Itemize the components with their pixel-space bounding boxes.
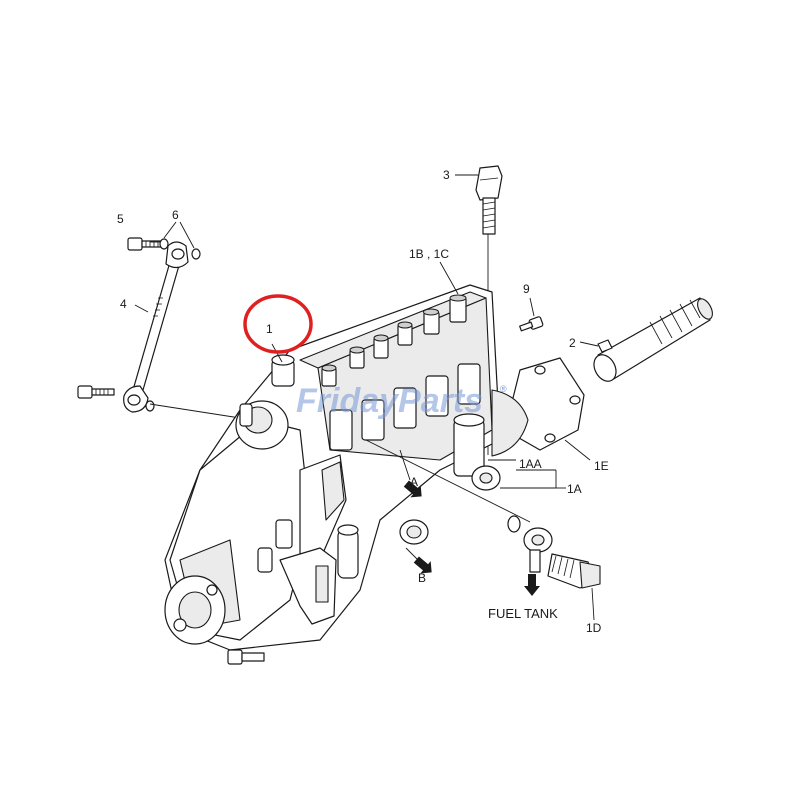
part-4-control-rod (123, 241, 189, 413)
label-1d: 1D (586, 621, 602, 635)
label-1aa: 1AA (519, 457, 542, 471)
label-1a: 1A (567, 482, 582, 496)
bottom-left-screw (77, 385, 115, 399)
part-1d-banjo-bolt (507, 515, 601, 621)
highlight-circle (243, 294, 313, 354)
part-5-screw (127, 237, 165, 251)
part-2-camshaft (579, 297, 713, 382)
label-9: 9 (523, 282, 530, 296)
part-1e-drive-flange (491, 357, 591, 461)
arrow-a (403, 480, 422, 498)
label-4: 4 (120, 297, 127, 311)
label-a: A (410, 475, 418, 489)
label-6: 6 (172, 208, 179, 222)
part-1b-1c-delivery-valve-holders (321, 261, 467, 387)
label-2: 2 (569, 336, 576, 350)
part-1a-1aa-leaders (488, 459, 566, 489)
label-3: 3 (443, 168, 450, 182)
pump-elements (329, 363, 481, 451)
watermark-logo: FridayParts (296, 382, 483, 420)
label-b: B (418, 571, 426, 585)
arrow-fuel-tank (524, 574, 540, 596)
label-1: 1 (266, 322, 273, 336)
part-9-screw (519, 297, 544, 332)
label-1e: 1E (594, 459, 609, 473)
label-5: 5 (117, 212, 124, 226)
arrow-b (405, 547, 432, 574)
watermark-registered-mark: ® (500, 384, 507, 394)
injection-pump-body (164, 284, 501, 665)
label-fuel-tank: FUEL TANK (488, 606, 558, 621)
part-6-washers (145, 221, 201, 412)
label-1b-1c: 1B , 1C (409, 247, 449, 261)
